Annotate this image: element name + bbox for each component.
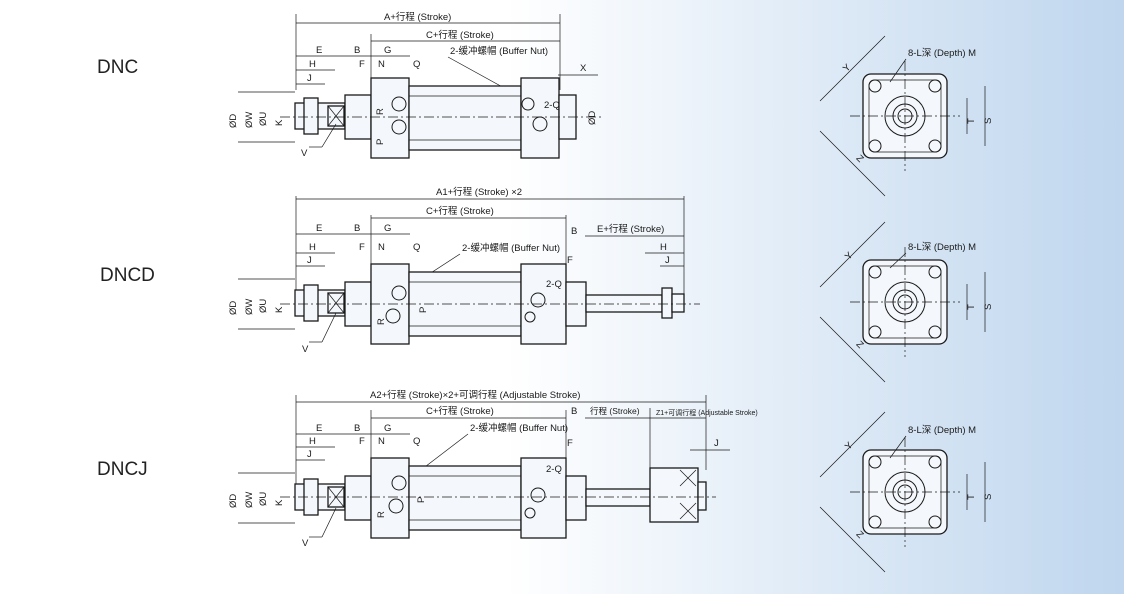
dncj-dim-od: ØD <box>228 494 239 508</box>
dncj-dim-ow: ØW <box>244 492 255 508</box>
dnc-dim-g: G <box>384 45 391 56</box>
dnc-diagram: DNC A+行程 (Stroke) C+行程 (Stroke) E H J B … <box>97 11 604 159</box>
end-view-dnc <box>819 35 986 197</box>
dncj-dim-n: N <box>378 436 385 447</box>
dnc-dim-v: V <box>301 148 308 159</box>
end-view-dncj-label: 8-L深 (Depth) M <box>908 425 976 436</box>
end-view-dncd <box>819 221 986 383</box>
dncj-dim-f-right: F <box>567 438 573 449</box>
dncj-buffer-nut-label: 2-缓冲螺帽 (Buffer Nut) <box>470 422 568 434</box>
end-view-dncd-label: 8-L深 (Depth) M <box>908 242 976 253</box>
dnc-buffer-nut-label: 2-缓冲螺帽 (Buffer Nut) <box>450 45 548 57</box>
dncj-dim-j: J <box>307 449 312 460</box>
dncd-model-label: DNCD <box>100 265 155 286</box>
dnc-dim-r: R <box>375 108 386 115</box>
dncd-dim-h: H <box>309 242 316 253</box>
dnc-dim-x: X <box>580 63 587 74</box>
dnc-dim-ou: ØU <box>258 112 269 126</box>
end-view-dncj <box>819 411 986 573</box>
dnc-overall-dimension: A+行程 (Stroke) <box>384 11 451 23</box>
dncj-dim-j-right: J <box>714 438 719 449</box>
dncd-dim-k: K <box>274 306 285 313</box>
dnc-dim-od: ØD <box>228 114 239 128</box>
dncd-dim-j-right: J <box>665 255 670 266</box>
dncj-dim-ou: ØU <box>258 492 269 506</box>
dnc-dim-od-right: ØD <box>587 111 598 125</box>
end-view-dncj-dim-t: T <box>966 494 977 500</box>
dncd-dim-ou: ØU <box>258 299 269 313</box>
end-view-dnc-dim-s: S <box>983 118 994 124</box>
dnc-body-length: C+行程 (Stroke) <box>426 29 494 41</box>
dnc-model-label: DNC <box>97 57 138 78</box>
end-view-dnc-label: 8-L深 (Depth) M <box>908 48 976 59</box>
dncj-adjustable-segment: Z1+可调行程 (Adjustable Stroke) <box>656 408 758 417</box>
dnc-dim-q: Q <box>413 59 420 70</box>
dncd-dim-e: E <box>316 223 322 234</box>
dncj-dim-q: Q <box>413 436 420 447</box>
dncj-body-length: C+行程 (Stroke) <box>426 405 494 417</box>
dncj-diagram: DNCJ A2+行程 (Stroke)×2+可调行程 (Adjustable S… <box>97 389 758 549</box>
dncd-rod-length: E+行程 (Stroke) <box>597 223 664 235</box>
dnc-hole-label: 2-Q <box>544 100 560 111</box>
dncj-overall-dimension: A2+行程 (Stroke)×2+可调行程 (Adjustable Stroke… <box>370 389 580 401</box>
dnc-dim-n: N <box>378 59 385 70</box>
dncd-buffer-nut-label: 2-缓冲螺帽 (Buffer Nut) <box>462 242 560 254</box>
dncj-stroke-segment: 行程 (Stroke) <box>590 406 640 416</box>
dncj-dim-b: B <box>354 423 360 434</box>
dncj-dim-k: K <box>274 499 285 506</box>
dnc-dim-ow: ØW <box>244 112 255 128</box>
dnc-dim-j: J <box>307 73 312 84</box>
dncj-dim-g: G <box>384 423 391 434</box>
dnc-dim-f: F <box>359 59 365 70</box>
dncd-dim-g: G <box>384 223 391 234</box>
dncd-diagram: DNCD A1+行程 (Stroke) ×2 C+行程 (Stroke) B E… <box>100 186 700 355</box>
dncd-dim-v: V <box>302 344 309 355</box>
dncd-dim-q: Q <box>413 242 420 253</box>
dncd-dim-f: F <box>359 242 365 253</box>
dnc-dim-e: E <box>316 45 322 56</box>
dnc-dim-k: K <box>274 119 285 126</box>
end-view-dncd-dim-s: S <box>983 304 994 310</box>
dncj-dim-r: R <box>376 511 387 518</box>
dncj-dim-b-right: B <box>571 406 577 417</box>
dncj-model-label: DNCJ <box>97 459 148 480</box>
dnc-dim-b: B <box>354 45 360 56</box>
dnc-dim-p: P <box>375 139 386 145</box>
end-view-dnc-dim-t: T <box>966 118 977 124</box>
dncj-dim-p: P <box>416 497 427 503</box>
dncd-dim-ow: ØW <box>244 299 255 315</box>
dncd-body-length: C+行程 (Stroke) <box>426 205 494 217</box>
dncd-overall-dimension: A1+行程 (Stroke) ×2 <box>436 186 522 198</box>
dncd-dim-od: ØD <box>228 301 239 315</box>
dncd-dim-b: B <box>354 223 360 234</box>
dnc-dim-h: H <box>309 59 316 70</box>
dncd-hole-label: 2-Q <box>546 279 562 290</box>
dncd-dim-b-right: B <box>571 226 577 237</box>
dncd-dim-p: P <box>418 307 429 313</box>
dncj-dim-v: V <box>302 538 309 549</box>
dncd-dim-j: J <box>307 255 312 266</box>
dncj-dim-f: F <box>359 436 365 447</box>
dncj-dim-e: E <box>316 423 322 434</box>
dncd-dim-f-right: F <box>567 255 573 266</box>
end-view-dncd-dim-t: T <box>966 304 977 310</box>
end-view-dncj-dim-s: S <box>983 494 994 500</box>
dncd-dim-h-right: H <box>660 242 667 253</box>
dncd-dim-n: N <box>378 242 385 253</box>
dncd-dim-r: R <box>376 318 387 325</box>
dncj-dim-h: H <box>309 436 316 447</box>
dncj-hole-label: 2-Q <box>546 464 562 475</box>
